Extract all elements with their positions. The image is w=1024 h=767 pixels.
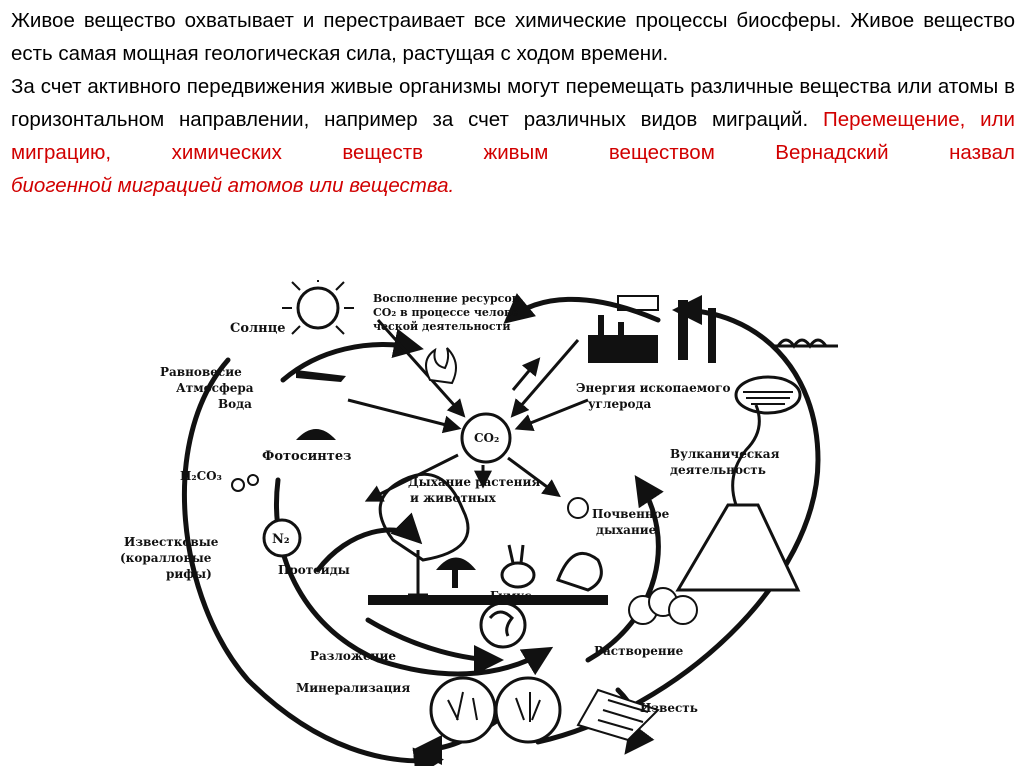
slide-text: Живое вещество охватывает и перестраивае… (11, 4, 1015, 202)
label-replenish-3: ческой деятельности (373, 320, 511, 333)
label-co2: CO₂ (474, 431, 499, 445)
fox-icon (558, 553, 601, 590)
paragraph-1: Живое вещество охватывает и перестраивае… (11, 4, 1015, 70)
label-proteins: Протеиды (278, 563, 350, 577)
label-balance-3: Вода (218, 397, 252, 411)
label-limestone-1: Известковые (124, 535, 219, 549)
label-balance-2: Атмосфера (176, 381, 254, 395)
co2-arrows (348, 320, 588, 500)
mushroom-icon (436, 558, 476, 589)
label-humus: Гумус (490, 589, 531, 603)
paragraph-2-red-italic: биогенной миграцией атомов или вещества. (11, 174, 454, 197)
bubbles-icon (232, 475, 258, 491)
plane-icon (296, 370, 346, 382)
label-respiration-1: Дыхание растения (408, 475, 540, 489)
humus-icon (481, 603, 525, 647)
label-volcanic-1: Вулканическая (670, 447, 780, 461)
label-respiration-2: и животных (410, 491, 497, 505)
label-decomposition: Разложение (310, 649, 396, 663)
bridge-icon (773, 340, 838, 346)
label-replenish-2: CO₂ в процессе челове (373, 306, 519, 319)
paragraph-3: биогенной миграцией атомов или вещества. (11, 169, 1015, 202)
label-h2co3: H₂CO₃ (180, 469, 222, 483)
label-mineralization: Минерализация (296, 681, 410, 695)
rabbit-icon (502, 545, 534, 587)
label-photosynthesis: Фотосинтез (262, 449, 351, 464)
flame-icon (426, 348, 456, 383)
sun-icon (282, 280, 354, 334)
volcano-icon (678, 405, 798, 590)
label-dissolution: Растворение (594, 644, 684, 658)
label-balance-1: Равновесие (160, 365, 242, 379)
factory-icon (588, 296, 716, 363)
soil-icon (568, 498, 588, 518)
mound-icon (296, 429, 336, 440)
label-sun: Солнце (230, 321, 286, 336)
label-lime: Известь (640, 701, 698, 715)
coal-basin-icon (736, 377, 800, 413)
label-n2: N₂ (272, 532, 290, 547)
label-volcanic-2: деятельность (670, 463, 766, 477)
label-limestone-2: (коралловые (120, 551, 212, 565)
mineral-circles (431, 678, 560, 742)
label-replenish-1: Восполнение ресурсов (373, 292, 520, 305)
label-limestone-3: рифы) (166, 567, 212, 581)
label-soil-1: Почвенное (592, 507, 670, 521)
carbon-cycle-diagram: Солнце Восполнение ресурсов CO₂ в процес… (118, 280, 858, 766)
paragraph-2: За счет активного передвижения живые орг… (11, 70, 1015, 169)
cloud-icon (629, 588, 697, 624)
label-fossil-2: углерода (588, 397, 652, 411)
label-soil-2: дыхание (596, 523, 657, 537)
ground-strip (368, 595, 608, 605)
label-fossil-1: Энергия ископаемого (576, 381, 731, 395)
